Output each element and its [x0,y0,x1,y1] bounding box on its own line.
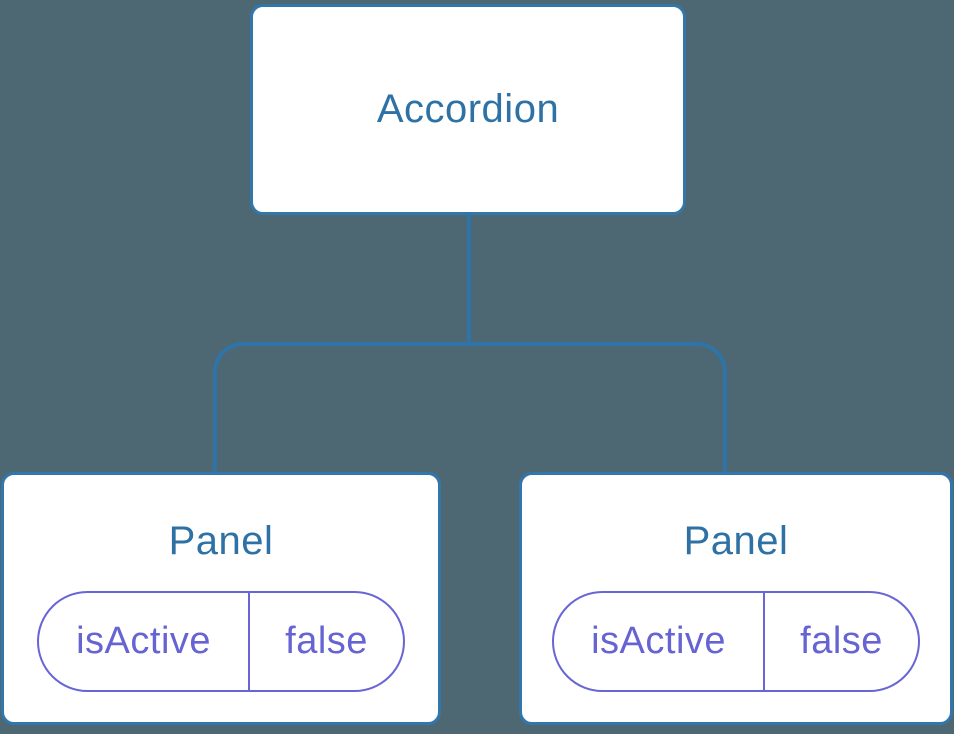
panel-2-state-value: false [800,620,883,662]
tree-node-accordion: Accordion [250,4,686,215]
connector-stem-line [467,213,471,344]
tree-node-panel-2: Panel isActive false [519,472,953,725]
panel-1-state-value: false [285,620,368,662]
connector-branch-bracket [213,342,727,472]
panel-1-state-key: isActive [39,593,251,690]
panel-1-label: Panel [168,519,274,563]
accordion-node-label: Accordion [376,87,560,131]
panel-2-label: Panel [683,519,789,563]
panel-2-state-pill: isActive false [552,591,920,692]
tree-node-panel-1: Panel isActive false [1,472,441,725]
panel-1-state-pill: isActive false [37,591,405,692]
panel-2-state-key: isActive [554,593,766,690]
